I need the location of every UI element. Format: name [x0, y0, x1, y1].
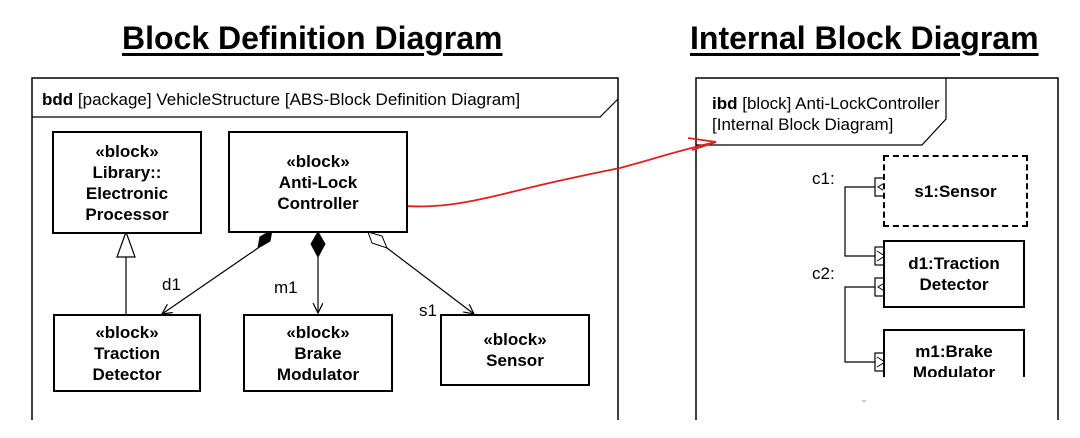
part-name: s1:Sensor — [914, 181, 997, 201]
block-stereotype: «block» — [483, 330, 547, 349]
block-name-line: Controller — [277, 193, 359, 213]
connector-c1 — [844, 186, 875, 257]
block-sensor[interactable]: «block» Sensor — [440, 314, 590, 386]
ibd-frame-kind: ibd — [712, 94, 738, 113]
red-link-arrow — [387, 137, 717, 208]
bdd-frame-text: [package] VehicleStructure [ABS-Block De… — [77, 90, 521, 109]
generalization-edge — [116, 230, 136, 314]
block-name-line: Anti-Lock — [278, 172, 358, 192]
ibd-frame-text-2: [Internal Block Diagram] — [712, 115, 894, 134]
part-name-line: m1:Brake — [915, 342, 993, 361]
block-name-line: Processor — [85, 204, 169, 224]
bdd-frame — [31, 77, 619, 420]
block-name-line: Detector — [92, 364, 162, 384]
block-name-line: Brake — [294, 343, 342, 363]
role-label-d1: d1 — [162, 275, 181, 294]
bdd-title: Block Definition Diagram — [122, 20, 503, 56]
ibd-frame — [695, 77, 1059, 420]
connector-label-c2: c2: — [812, 264, 835, 283]
part-name-line: Modulator — [912, 363, 996, 379]
bdd-frame-kind: bdd — [42, 90, 74, 109]
composition-edge-d1 — [162, 229, 273, 314]
role-label-s1: s1 — [419, 301, 437, 320]
block-name-line: Sensor — [486, 351, 544, 370]
block-stereotype: «block» — [95, 141, 159, 161]
connector-label-c1: c1: — [812, 169, 835, 188]
block-stereotype: «block» — [95, 322, 159, 342]
bdd-frame-label: bdd [package] VehicleStructure [ABS-Bloc… — [42, 89, 520, 110]
block-name-line: Electronic — [85, 183, 169, 203]
part-s1-sensor[interactable]: s1:Sensor — [883, 155, 1028, 227]
ibd-frame-label: ibd [block] Anti-LockController [Interna… — [712, 93, 940, 135]
role-label-m1: m1 — [274, 278, 298, 297]
block-anti-lock-controller[interactable]: «block» Anti-Lock Controller — [228, 131, 408, 233]
block-brake-modulator[interactable]: «block» Brake Modulator — [243, 314, 393, 392]
part-name-line: Detector — [919, 275, 989, 294]
block-electronic-processor[interactable]: «block» Library:: Electronic Processor — [52, 131, 202, 234]
block-traction-detector[interactable]: «block» Traction Detector — [53, 314, 201, 392]
block-name-line: Library:: — [92, 162, 162, 182]
connector-c2 — [844, 286, 875, 363]
part-name-line: d1:Traction — [908, 254, 1000, 273]
composition-edge-m1 — [310, 231, 326, 313]
block-stereotype: «block» — [286, 151, 350, 171]
aggregation-edge-s1 — [367, 231, 474, 314]
block-name-line: Traction — [93, 343, 161, 363]
ibd-frame-text-1: [block] Anti-LockController — [742, 94, 940, 113]
part-m1-brake-modulator[interactable]: m1:Brake Modulator — [883, 329, 1025, 379]
part-d1-traction-detector[interactable]: d1:Traction Detector — [883, 240, 1025, 308]
ibd-title: Internal Block Diagram — [690, 20, 1039, 56]
block-stereotype: «block» — [286, 322, 350, 342]
crop-mask — [881, 377, 1031, 407]
block-name-line: Modulator — [276, 364, 360, 384]
